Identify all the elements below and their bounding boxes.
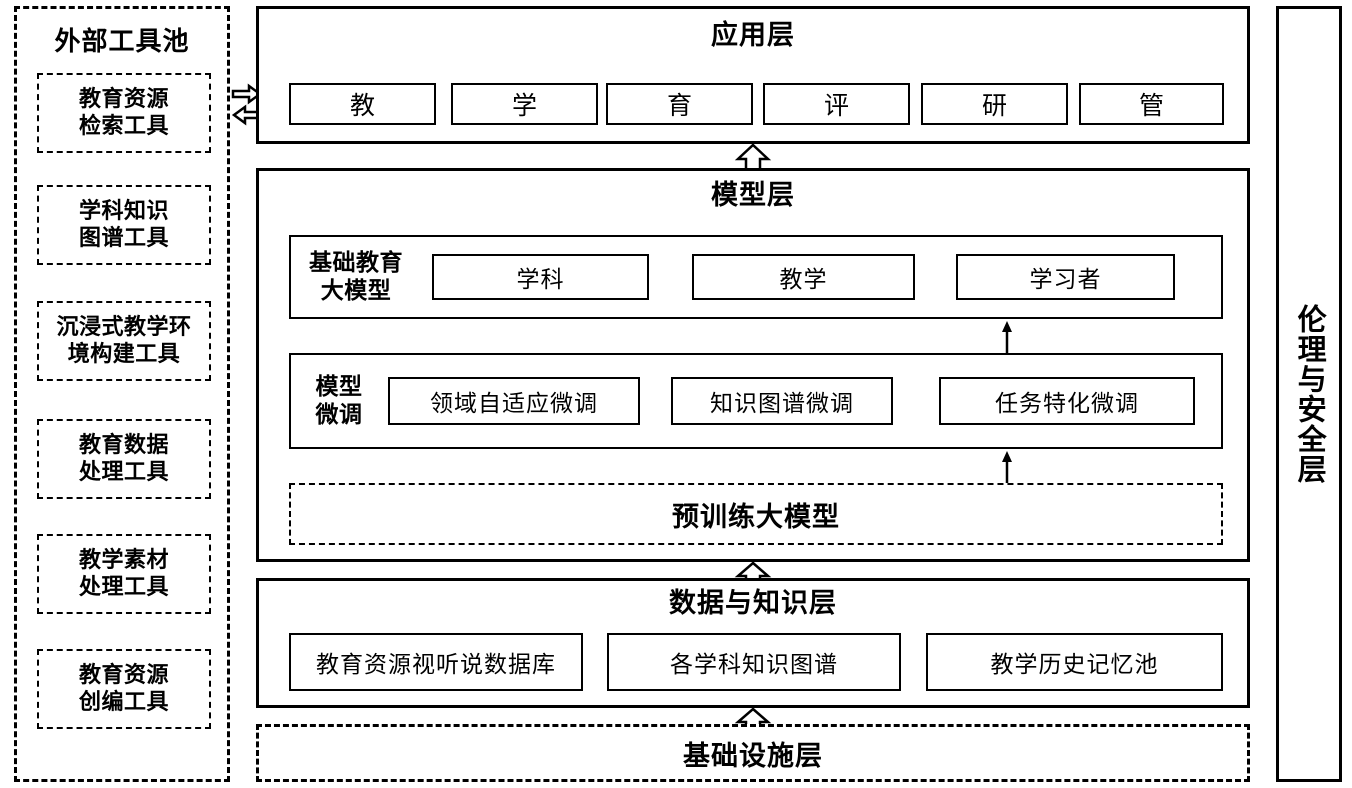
application-item-nurture[interactable]: 育 [606,83,753,125]
data-knowledge-layer-title: 数据与知识层 [669,588,837,618]
tool-label-line2: 处理工具 [78,574,169,599]
foundation-model-label: 基础教育 大模型 [295,237,417,317]
connector-model-to-application [734,143,772,172]
pretrained-model-box[interactable]: 预训练大模型 [289,483,1223,545]
tool-label-line2: 创编工具 [78,689,169,714]
tool-label-line2: 检索工具 [78,113,169,138]
arrow-up-icon [734,143,772,172]
tool-label-line1: 教学素材 [78,547,169,573]
tool-label-line2: 境构建工具 [67,341,181,366]
foundation-model-group: 基础教育 大模型 学科 教学 学习者 [289,235,1223,319]
arrow-up-thin-icon [1002,451,1012,462]
foundation-model-item-label: 学科 [516,267,565,292]
data-knowledge-layer-panel: 数据与知识层 教育资源视听说数据库 各学科知识图谱 教学历史记忆池 [256,578,1250,708]
tool-item-subject-knowledge-graph[interactable]: 学科知识 图谱工具 [37,185,211,265]
application-item-label: 管 [1138,93,1164,120]
ethics-security-layer-panel: 伦理与安全层 [1276,6,1342,782]
arrow-up-thin-icon [1002,321,1012,332]
application-item-label: 研 [981,93,1007,120]
fine-tuning-item-task-specialized[interactable]: 任务特化微调 [939,377,1195,425]
tool-label-line2: 图谱工具 [78,225,169,250]
tool-item-education-data-processing[interactable]: 教育数据 处理工具 [37,419,211,499]
foundation-model-item-learner[interactable]: 学习者 [956,254,1175,300]
external-tool-pool-title: 外部工具池 [54,26,190,56]
fine-tuning-label-line1: 模型 [315,373,363,400]
infrastructure-layer-panel[interactable]: 基础设施层 [256,724,1250,782]
fine-tuning-item-label: 任务特化微调 [995,391,1139,416]
connector-pretrained-to-finetune [1002,451,1012,483]
model-layer-panel: 模型层 基础教育 大模型 学科 教学 学习者 模型 [256,168,1250,562]
tool-item-education-resource-authoring[interactable]: 教育资源 创编工具 [37,649,211,729]
data-item-subject-knowledge-graphs[interactable]: 各学科知识图谱 [607,633,901,691]
foundation-model-item-teaching[interactable]: 教学 [692,254,915,300]
application-item-learn[interactable]: 学 [451,83,598,125]
application-item-label: 育 [666,93,692,120]
foundation-model-label-line2: 大模型 [320,277,392,303]
data-item-label: 教育资源视听说数据库 [316,652,556,677]
fine-tuning-item-label: 知识图谱微调 [710,391,854,416]
application-item-manage[interactable]: 管 [1079,83,1224,125]
application-layer-panel: 应用层 教 学 育 评 研 管 [256,6,1250,144]
tool-item-education-resource-retrieval[interactable]: 教育资源 检索工具 [37,73,211,153]
application-item-evaluate[interactable]: 评 [763,83,910,125]
tool-item-teaching-material-processing[interactable]: 教学素材 处理工具 [37,534,211,614]
tool-item-immersive-teaching-environment[interactable]: 沉浸式教学环 境构建工具 [37,301,211,381]
application-item-teach[interactable]: 教 [289,83,436,125]
connector-finetune-to-foundation [1002,321,1012,353]
application-item-label: 学 [511,93,537,120]
fine-tuning-label-line2: 微调 [315,401,363,427]
fine-tuning-group: 模型 微调 领域自适应微调 知识图谱微调 任务特化微调 [289,353,1223,449]
foundation-model-item-subject[interactable]: 学科 [432,254,649,300]
fine-tuning-item-label: 领域自适应微调 [430,391,598,416]
data-item-label: 教学历史记忆池 [990,652,1159,677]
tool-label-line1: 沉浸式教学环 [56,314,192,340]
arrow-right-icon [231,83,263,105]
infrastructure-layer-title: 基础设施层 [683,740,823,771]
ethics-security-layer-title: 伦理与安全层 [1293,304,1326,484]
tool-label-line1: 学科知识 [78,198,169,224]
data-item-teaching-history-memory-pool[interactable]: 教学历史记忆池 [926,633,1223,691]
tool-label-line1: 教育数据 [78,432,169,458]
fine-tuning-item-knowledge-graph[interactable]: 知识图谱微调 [671,377,893,425]
data-item-av-resource-database[interactable]: 教育资源视听说数据库 [289,633,583,691]
application-item-label: 教 [349,93,375,120]
tool-label-line1: 教育资源 [78,662,169,688]
model-layer-title: 模型层 [711,180,795,210]
fine-tuning-item-domain-adaptive[interactable]: 领域自适应微调 [388,377,640,425]
application-item-research[interactable]: 研 [921,83,1068,125]
tool-label-line1: 教育资源 [78,86,169,112]
application-layer-title: 应用层 [711,20,795,50]
foundation-model-item-label: 学习者 [1029,267,1102,292]
tool-label-line2: 处理工具 [78,459,169,484]
external-tool-pool-panel: 外部工具池 教育资源 检索工具 学科知识 图谱工具 沉浸式教学环 境构建工具 教… [14,6,230,782]
data-item-label: 各学科知识图谱 [670,652,838,677]
pretrained-model-label: 预训练大模型 [672,501,840,532]
foundation-model-label-line1: 基础教育 [309,249,403,276]
foundation-model-item-label: 教学 [779,267,828,292]
fine-tuning-label: 模型 微调 [295,355,383,447]
application-item-label: 评 [823,93,849,120]
